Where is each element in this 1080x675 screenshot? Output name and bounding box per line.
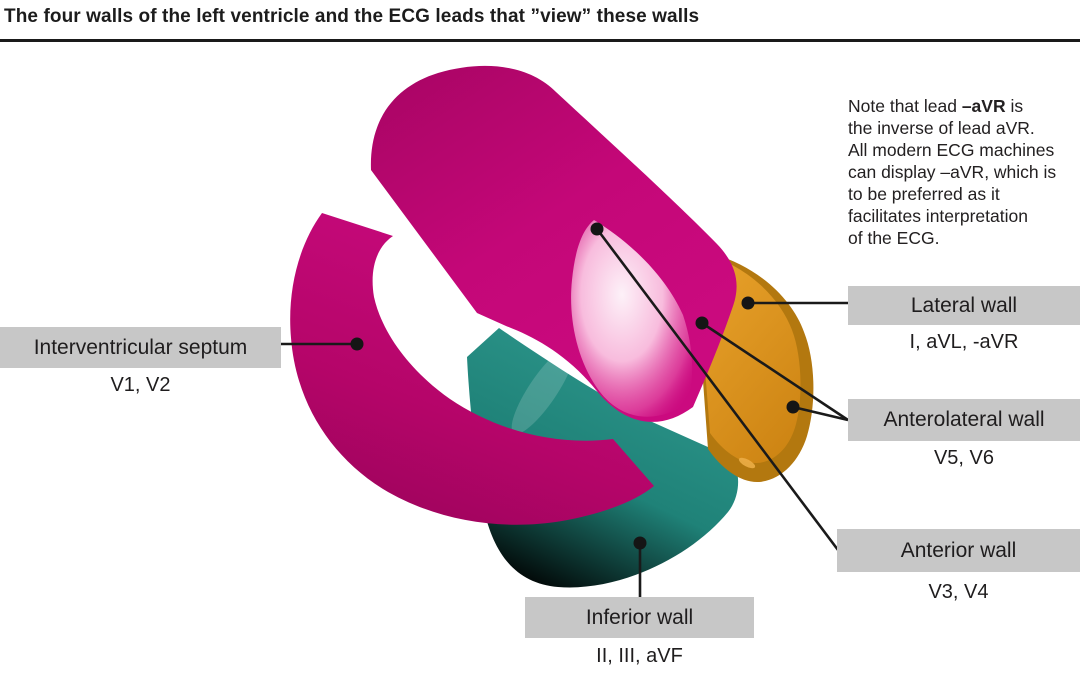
avr-note: Note that lead –aVR is the inverse of le… xyxy=(848,95,1078,249)
avr-note-line: can display –aVR, which is xyxy=(848,162,1057,182)
anterior-dot xyxy=(590,222,604,236)
anterolateral-label: Anterolateral wall xyxy=(848,399,1080,441)
anterolateral-connector-1 xyxy=(701,321,849,422)
note-text: Note that lead xyxy=(848,96,962,116)
inferior-dot xyxy=(633,536,647,550)
anterior-connector xyxy=(595,228,840,551)
septum-shape xyxy=(290,213,654,525)
anterolateral-dot-2 xyxy=(786,400,800,414)
septum-label: Interventricular septum xyxy=(0,327,281,368)
lateral-dot xyxy=(741,296,755,310)
figure-title: The four walls of the left ventricle and… xyxy=(4,6,700,27)
title-divider xyxy=(0,39,1080,42)
anterior-leads: V3, V4 xyxy=(928,581,989,603)
anterior-label: Anterior wall xyxy=(837,529,1080,572)
anterior-wall-gloss xyxy=(571,220,693,417)
lateral-wall-rim-notch xyxy=(738,457,756,469)
avr-note-line: All modern ECG machines xyxy=(848,140,1055,160)
avr-note-line: to be preferred as it xyxy=(848,184,1000,204)
inferior-wall-highlight xyxy=(511,346,575,434)
avr-note-line: Note that lead –aVR is xyxy=(848,95,1078,117)
anterolateral-dot-1 xyxy=(695,316,709,330)
septum-leads: V1, V2 xyxy=(110,374,171,396)
anterolateral-connector-2 xyxy=(792,405,849,422)
connector-lines xyxy=(281,228,849,598)
avr-note-line: of the ECG. xyxy=(848,228,940,248)
connector-dots xyxy=(350,222,800,550)
inferior-label: Inferior wall xyxy=(525,597,754,638)
avr-note-line: facilitates interpretation xyxy=(848,206,1028,226)
lateral-label: Lateral wall xyxy=(848,286,1080,325)
inferior-leads: II, III, aVF xyxy=(596,645,683,667)
note-bold-avr: –aVR xyxy=(961,96,1006,116)
septum-dot xyxy=(350,337,364,351)
note-text: is xyxy=(1005,96,1024,116)
anterolateral-leads: V5, V6 xyxy=(933,447,995,469)
avr-note-line: the inverse of lead aVR. xyxy=(848,118,1035,138)
lateral-leads: I, aVL, -aVR xyxy=(909,331,1019,353)
